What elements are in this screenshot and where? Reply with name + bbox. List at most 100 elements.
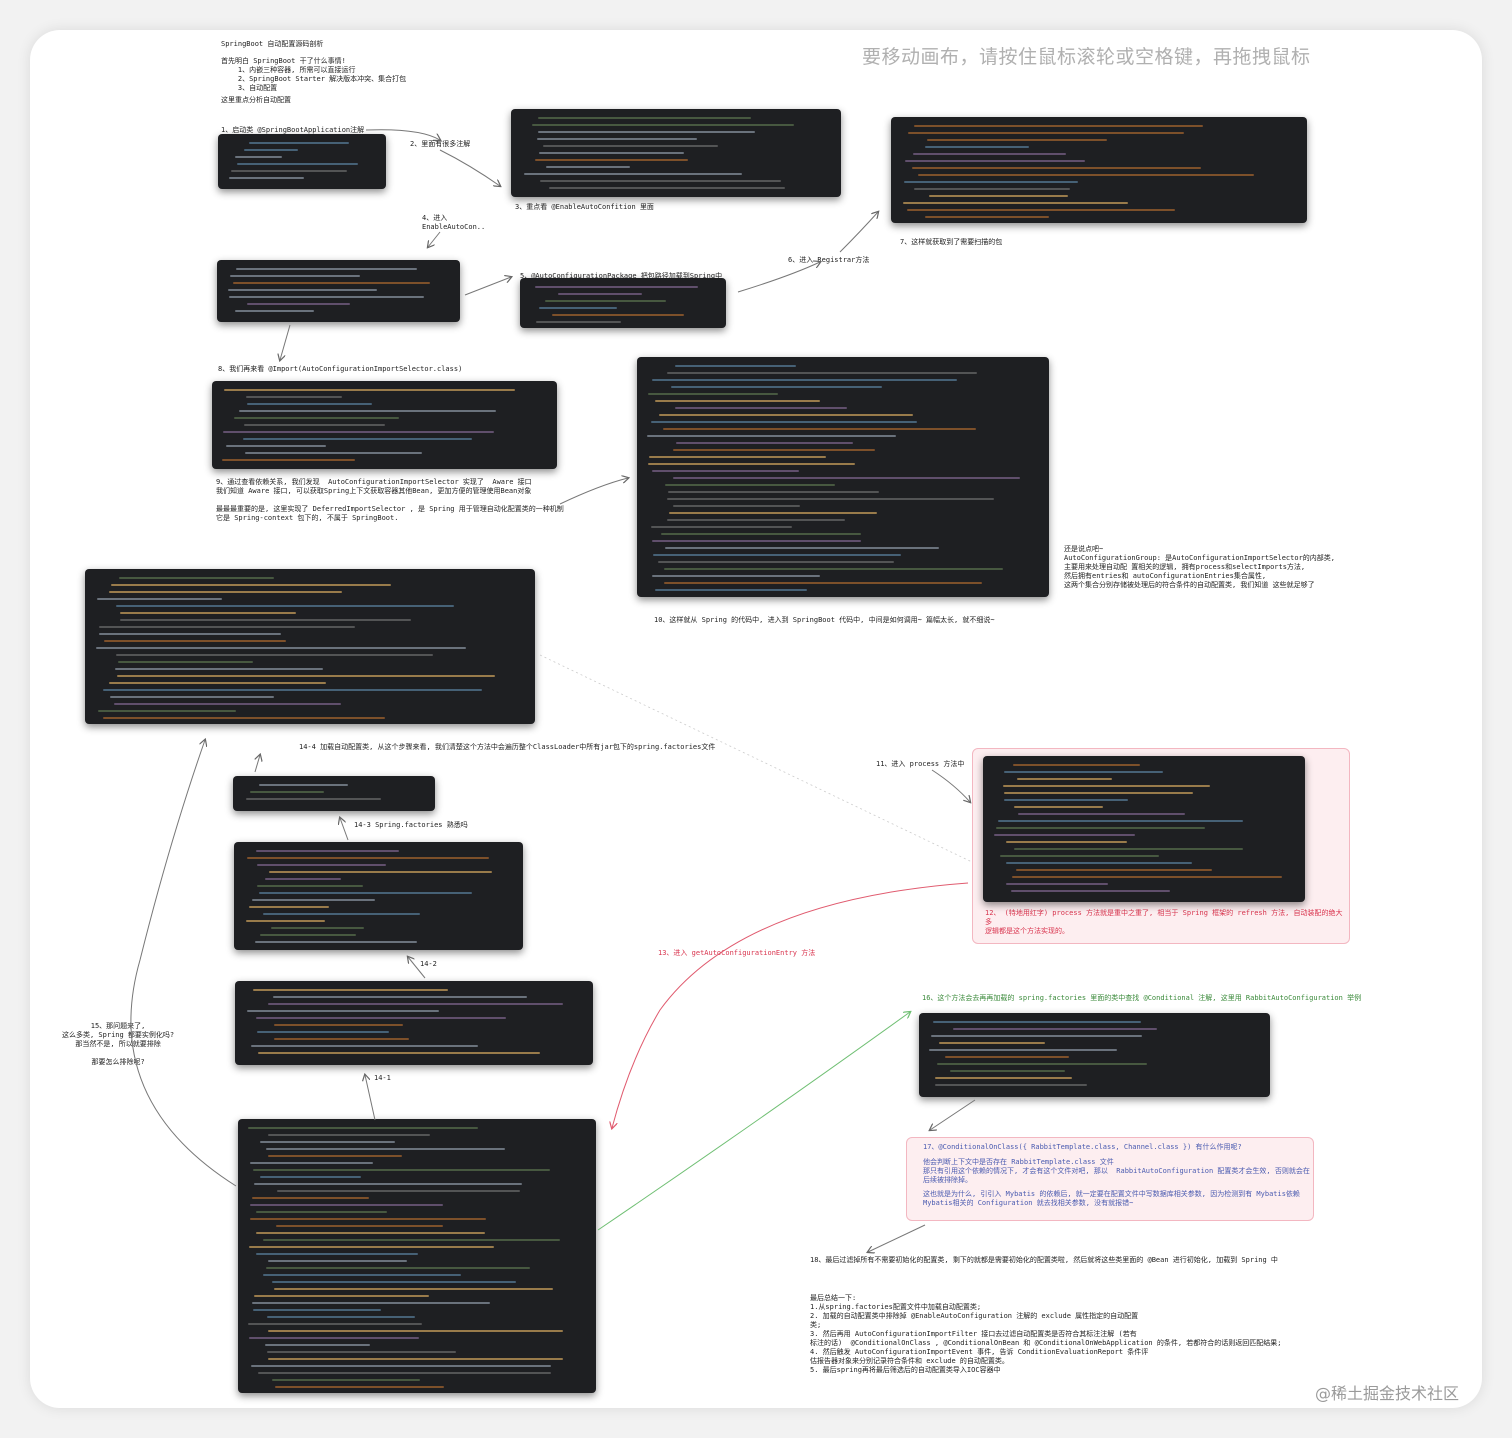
code-line [274,1288,553,1290]
code-line [558,293,642,295]
code-line [250,1218,486,1220]
code-line [276,1225,443,1227]
arrow-5-to-6 [737,262,820,293]
side-note: 还是说点吧~ AutoConfigurationGroup: 是AutoConf… [1064,545,1336,589]
code-line [998,820,1243,822]
get-autoconfiguration-entry-screenshot [238,1119,596,1393]
code-line [925,216,1049,218]
code-line [246,396,342,398]
code-line [256,1211,387,1213]
step-1-label: 1、启动类 @SpringBootApplication注解 [221,126,365,134]
code-line [537,138,697,140]
code-line [939,1042,1045,1044]
code-line [244,149,298,151]
code-line [905,160,1085,162]
code-line [229,296,424,298]
code-line [248,1127,478,1129]
code-line [1016,869,1212,871]
code-line [1006,862,1192,864]
code-line [659,414,913,416]
code-line [655,589,807,591]
code-line [247,857,489,859]
code-line [97,598,222,600]
code-line [535,159,688,161]
code-line [110,696,274,698]
code-line [263,1239,560,1241]
code-line [251,1365,551,1367]
code-line [545,300,666,302]
code-line [120,619,411,621]
code-line [257,1031,389,1033]
code-line [1017,778,1112,780]
code-line [258,1372,551,1374]
code-line [655,400,820,402]
code-line [540,180,781,182]
code-line [664,568,1003,570]
code-line [648,393,778,395]
code-line [268,1260,407,1262]
code-line [109,591,342,593]
code-line [263,1274,461,1276]
code-line [272,1379,420,1381]
step-10-label: 10、这样就从 Spring 的代码中, 进入到 SpringBoot 代码中,… [654,616,995,624]
registrar-debug-screenshot [891,117,1307,223]
load-spring-factories-screenshot [234,842,523,950]
code-line [652,575,820,577]
code-line [260,1176,361,1178]
code-line [104,640,286,642]
code-line [252,899,375,901]
code-line [935,1084,1087,1086]
code-line [275,1386,444,1388]
code-line [669,512,877,514]
code-line [235,310,314,312]
intro-focus: 这里重点分析自动配置 [221,96,291,104]
get-candidate-configurations-screenshot [235,981,593,1065]
arrow-16-green [597,1012,910,1231]
code-line [268,1330,563,1332]
code-line [228,289,377,291]
step-14-2-label: 14-2 [420,960,437,968]
arrow-9-to-10 [559,478,628,505]
code-line [546,166,630,168]
springbootapplication-code-screenshot [218,134,386,189]
code-line [908,132,1184,134]
arrow-2-to-3 [439,149,500,186]
code-line [903,202,1128,204]
code-line [664,582,982,584]
code-line [675,365,796,367]
code-line [246,920,325,922]
arrow-11-to-12 [931,769,970,802]
connector-dotted [539,654,973,863]
code-line [116,654,433,656]
code-line [549,187,785,189]
watermark: @稀土掘金技术社区 [1315,1384,1460,1403]
code-line [935,1077,1072,1079]
code-line [1004,792,1193,794]
code-line [552,314,684,316]
code-line [246,798,381,800]
code-line [1018,813,1185,815]
code-line [230,275,360,277]
code-line [268,1134,430,1136]
code-line [224,389,515,391]
code-line [257,864,386,866]
step-12-label: 12、 (特地用红字) process 方法就是重中之重了, 相当于 Sprin… [985,909,1343,935]
code-line [539,307,617,309]
code-line [257,885,363,887]
code-line [651,421,917,423]
code-line [539,152,684,154]
code-line [953,1028,1157,1030]
arrow-14-4 [255,755,260,773]
step-16-label: 16、这个方法会去再再加载的 spring.factories 里面的类中查找 … [922,994,1362,1002]
code-line [268,1003,563,1005]
code-line [538,117,751,119]
code-line [247,303,350,305]
code-line [260,934,356,936]
code-line [1012,876,1282,878]
code-line [239,410,496,412]
code-line [249,1337,419,1339]
code-line [1004,771,1163,773]
code-line [649,456,826,458]
code-line [249,1246,494,1248]
code-line [647,435,896,437]
